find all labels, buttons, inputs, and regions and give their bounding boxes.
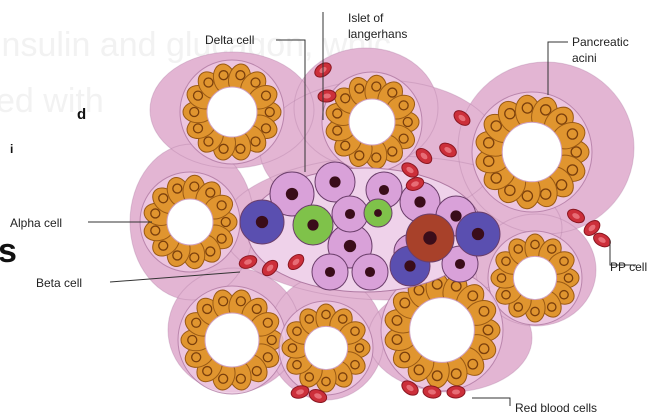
acinus — [180, 60, 284, 164]
pp-cell — [406, 214, 454, 262]
beta-cell-nucleus — [329, 176, 340, 187]
red-blood-cell — [447, 386, 466, 399]
label-islet-line1: Islet of — [348, 11, 384, 25]
pp-cell-nucleus — [423, 231, 436, 244]
alpha-cell — [240, 200, 284, 244]
acinus-lumen — [410, 298, 475, 363]
acinus-lumen — [502, 122, 562, 182]
beta-cell-nucleus — [379, 185, 389, 195]
acinus — [279, 301, 373, 395]
beta-cell — [352, 254, 388, 290]
acinus-lumen — [349, 99, 395, 145]
beta-cell-nucleus — [455, 259, 465, 269]
alpha-cell-nucleus — [256, 216, 268, 228]
beta-cell-nucleus — [450, 210, 461, 221]
label-pancreatic-line1: Pancreatic — [572, 35, 629, 49]
label-red-blood-cells: Red blood cells — [515, 401, 597, 415]
alpha-cell-nucleus — [472, 228, 484, 240]
label-islet-line2: langerhans — [348, 27, 407, 41]
acinus-lumen — [304, 326, 347, 369]
leader-line-rbc — [472, 398, 510, 406]
acinus — [472, 92, 592, 212]
label-pancreatic-line2: acini — [572, 51, 597, 65]
label-pp-cell: PP cell — [610, 260, 647, 274]
acinus — [322, 72, 422, 172]
delta-cell-nucleus — [374, 209, 382, 217]
delta-cell — [293, 205, 333, 245]
acinus — [488, 231, 582, 325]
beta-cell — [312, 254, 348, 290]
label-delta-cell: Delta cell — [205, 33, 254, 47]
acinus — [178, 286, 286, 394]
acinus-lumen — [513, 256, 556, 299]
beta-cell-nucleus — [325, 267, 335, 277]
beta-cell-nucleus — [344, 240, 356, 252]
beta-cell-nucleus — [345, 209, 355, 219]
beta-cell-nucleus — [365, 267, 375, 277]
beta-cell — [332, 196, 368, 232]
beta-cell-nucleus — [414, 196, 425, 207]
acinus-lumen — [207, 87, 257, 137]
acinus-lumen — [205, 313, 259, 367]
delta-cell-nucleus — [307, 219, 318, 230]
alpha-cell — [456, 212, 500, 256]
alpha-cell-nucleus — [404, 260, 415, 271]
acinus — [140, 172, 240, 272]
acinus-lumen — [167, 199, 213, 245]
delta-cell — [364, 199, 392, 227]
label-alpha-cell: Alpha cell — [10, 216, 62, 230]
label-beta-cell: Beta cell — [36, 276, 82, 290]
beta-cell-nucleus — [286, 188, 298, 200]
